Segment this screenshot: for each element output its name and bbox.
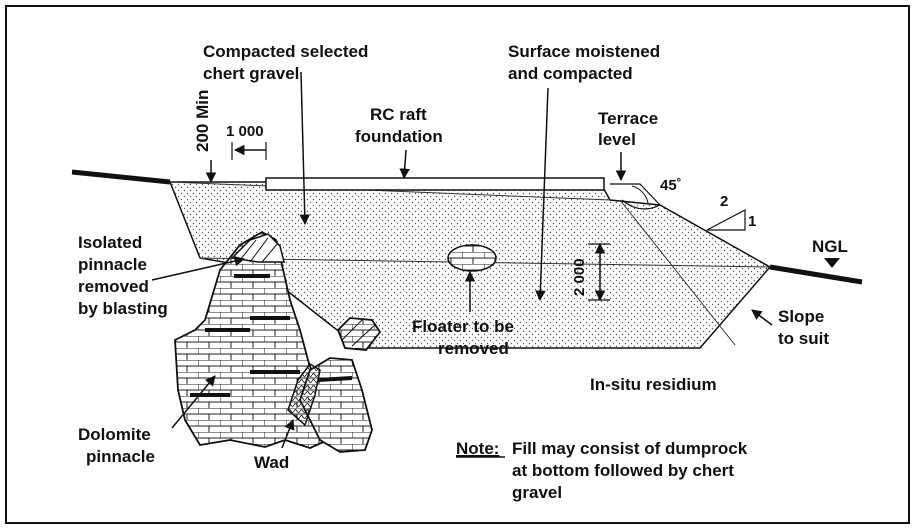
label-isolated-1: Isolated <box>78 233 142 252</box>
label-isolated-3: removed <box>78 277 149 296</box>
label-surface-1: Surface moistened <box>508 42 660 61</box>
label-insitu: In-situ residium <box>590 375 717 394</box>
label-terrace-2: level <box>598 130 636 149</box>
label-note-title: Note: <box>456 439 499 458</box>
label-45deg: 45˚ <box>660 177 682 194</box>
outer-frame <box>5 5 910 524</box>
ngl-marker-icon <box>824 258 840 268</box>
slope-ratio-triangle <box>706 209 746 231</box>
label-slope-1: Slope <box>778 307 824 326</box>
label-wad: Wad <box>254 453 289 472</box>
label-isolated-2: pinnacle <box>78 255 147 274</box>
wad-pocket <box>287 363 321 427</box>
label-dolomite-2: pinnacle <box>86 447 155 466</box>
label-1000: 1 000 <box>226 123 264 140</box>
label-isolated-4: by blasting <box>78 299 168 318</box>
label-compacted-2: chert gravel <box>203 64 299 83</box>
label-2000: 2 000 <box>571 258 588 296</box>
label-raft-1: RC raft <box>370 105 427 124</box>
label-note-3: gravel <box>512 483 562 502</box>
label-compacted-1: Compacted selected <box>203 42 368 61</box>
label-dolomite-1: Dolomite <box>78 425 151 444</box>
floater-block <box>447 244 497 272</box>
labels: Compacted selected chert gravel Surface … <box>78 42 848 502</box>
label-200-min: 200 Min <box>193 90 212 152</box>
annotation-arrows <box>151 71 773 449</box>
label-ngl: NGL <box>812 237 848 256</box>
isolated-block <box>336 317 382 351</box>
label-slope-2: to suit <box>778 329 829 348</box>
natural-ground-level <box>71 169 863 285</box>
label-slope-rise: 1 <box>748 213 756 230</box>
terrace-detail <box>610 183 661 210</box>
label-slope-run: 2 <box>720 193 728 210</box>
label-note-1: Fill may consist of dumprock <box>512 439 748 458</box>
rc-raft-foundation <box>265 177 605 191</box>
label-surface-2: and compacted <box>508 64 633 83</box>
label-floater-2: removed <box>438 339 509 358</box>
chert-bands <box>190 274 300 397</box>
label-note-2: at bottom followed by chert <box>512 461 734 480</box>
label-raft-2: foundation <box>355 127 443 146</box>
label-floater-1: Floater to be <box>412 317 514 336</box>
label-terrace-1: Terrace <box>598 109 658 128</box>
